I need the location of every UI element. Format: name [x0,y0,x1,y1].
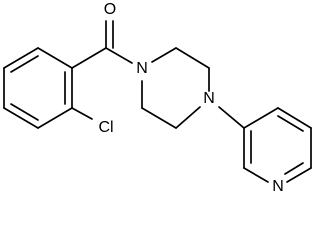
piperazine-nitrogen-left-label: N [136,60,148,77]
benzene-bond-2 [3,47,39,69]
piperazine-bond-4 [175,106,201,129]
chloro-group [71,107,93,120]
chlorine-label: Cl [98,119,113,136]
piperazine-bond-1 [151,47,177,63]
piperazine-nitrogen-right-label: N [203,90,215,107]
piperazine-bond-5 [141,107,177,129]
aryl-chlorine-bond [71,107,93,120]
pyridine-bond-1 [243,107,279,129]
pyridine-bond-4 [286,167,312,183]
pyridine-double-bond-inner-1 [277,115,304,132]
piperazine-bond-2 [175,47,210,69]
piperazine-pyridyl-bond [218,106,245,129]
chemical-structure-canvas: O N N Cl N [0,0,320,194]
carbonyl-to-nitrogen-bond [105,47,133,64]
benzene-double-bond-inner-2 [10,103,39,121]
pyridyl-ring [218,106,312,183]
oxygen-label: O [104,1,116,18]
benzene-double-bond-inner-1 [10,55,39,73]
benzene-bond-5 [37,107,73,129]
background [0,0,320,194]
pyridine-bond-2 [277,107,312,129]
benzene-bond-1 [37,47,73,69]
aryl-carbonyl-bond [71,47,107,69]
benzene-bond-4 [3,107,39,129]
piperazine-ring [141,47,210,129]
carbonyl-group [71,20,133,69]
pyridine-bond-5 [243,167,269,183]
benzene-ring [3,47,73,129]
pyridine-nitrogen-label: N [272,178,284,194]
molecule-diagram: O N N Cl N [0,0,320,194]
pyridine-double-bond-inner-2 [284,162,304,175]
